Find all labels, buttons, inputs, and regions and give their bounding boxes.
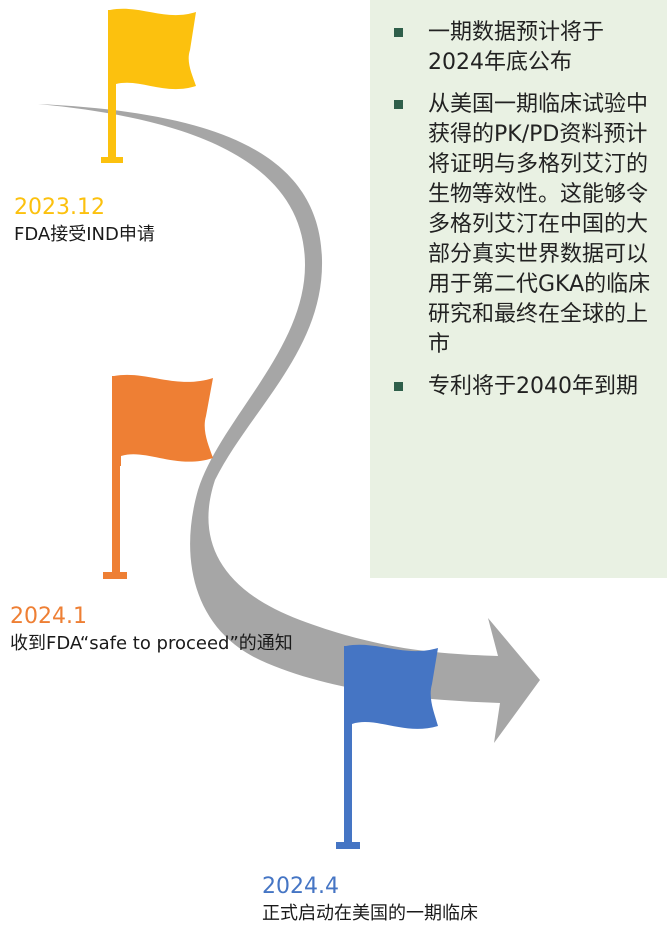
flag-icon-yellow bbox=[101, 8, 196, 163]
flag-cloth-orange bbox=[114, 374, 213, 466]
flag-icon-blue bbox=[336, 644, 438, 849]
info-bullet-text: 一期数据预计将于2024年底公布 bbox=[428, 20, 605, 75]
info-bullet-item: 从美国一期临床试验中获得的PK/PD资料预计将证明与多格列艾汀的生物等效性。这能… bbox=[390, 90, 657, 360]
milestone-date: 2023.12 bbox=[14, 195, 105, 220]
flag-cloth-yellow bbox=[110, 8, 196, 92]
milestone-2023-12: 2023.12 FDA接受IND申请 bbox=[14, 194, 155, 248]
milestone-2024-1: 2024.1 收到FDA“safe to proceed”的通知 bbox=[10, 603, 320, 657]
bullet-square-icon bbox=[394, 28, 403, 37]
info-bullet-item: 一期数据预计将于2024年底公布 bbox=[390, 18, 657, 78]
timeline-path bbox=[38, 104, 540, 743]
flag-icon-orange bbox=[103, 374, 213, 579]
milestone-2024-4: 2024.4 正式启动在美国的一期临床 bbox=[262, 873, 478, 927]
milestone-description: FDA接受IND申请 bbox=[14, 224, 155, 245]
milestone-date: 2024.1 bbox=[10, 604, 87, 629]
flag-pole-orange bbox=[112, 376, 120, 576]
info-bullet-item: 专利将于2040年到期 bbox=[390, 372, 657, 402]
flag-base-orange bbox=[103, 572, 127, 579]
flag-pole-yellow bbox=[108, 10, 116, 160]
info-bullet-text: 专利将于2040年到期 bbox=[428, 374, 638, 399]
milestone-description: 正式启动在美国的一期临床 bbox=[262, 903, 478, 924]
info-box: 一期数据预计将于2024年底公布 从美国一期临床试验中获得的PK/PD资料预计将… bbox=[370, 0, 667, 578]
bullet-square-icon bbox=[394, 382, 403, 391]
info-bullet-list: 一期数据预计将于2024年底公布 从美国一期临床试验中获得的PK/PD资料预计将… bbox=[390, 18, 657, 402]
bullet-square-icon bbox=[394, 100, 403, 109]
milestone-date: 2024.4 bbox=[262, 874, 339, 899]
flag-base-yellow bbox=[101, 157, 123, 163]
milestone-description: 收到FDA“safe to proceed”的通知 bbox=[10, 633, 293, 654]
flag-cloth-blue bbox=[346, 644, 438, 732]
flag-pole-blue bbox=[344, 646, 352, 846]
flag-base-blue bbox=[336, 842, 360, 849]
info-bullet-text: 从美国一期临床试验中获得的PK/PD资料预计将证明与多格列艾汀的生物等效性。这能… bbox=[428, 92, 651, 357]
